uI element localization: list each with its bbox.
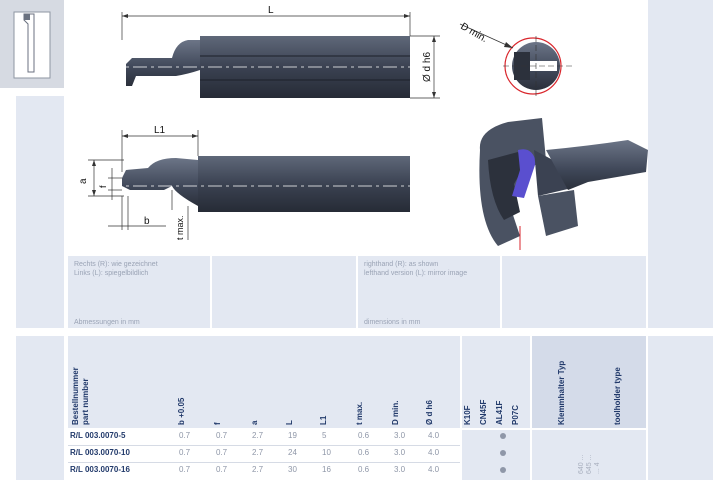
- cell-d-h6: 4.0: [428, 431, 440, 440]
- table-row: R/L 003.0070-16 0.7 0.7 2.7 30 16 0.6 3.…: [68, 464, 460, 476]
- availability-dot: [500, 433, 506, 439]
- right-column-top: [648, 0, 713, 328]
- table-row: R/L 003.0070-5 0.7 0.7 2.7 19 5 0.6 3.0 …: [68, 430, 460, 442]
- cutaway-3d-view: [479, 118, 648, 250]
- cell-b: 0.7: [179, 448, 191, 457]
- cell-t-max: 0.6: [358, 431, 370, 440]
- cell-f: 0.7: [216, 448, 228, 457]
- cell-t-max: 0.6: [358, 448, 370, 457]
- cell-L1: 16: [322, 465, 331, 474]
- label-d-h6: Ø d h6: [422, 52, 433, 82]
- toolholder-body-bg: [532, 430, 646, 480]
- cell-d-h6: 4.0: [428, 448, 440, 457]
- table-row: R/L 003.0070-10 0.7 0.7 2.7 24 10 0.6 3.…: [68, 447, 460, 459]
- header-part-number-en: part number: [81, 378, 90, 425]
- header-toolholder-en: toolholder type: [613, 367, 622, 425]
- end-view: [459, 23, 573, 96]
- cell-f: 0.7: [216, 431, 228, 440]
- header-part-number-de: Bestellnummer: [71, 367, 80, 425]
- cell-L: 19: [288, 431, 297, 440]
- header-d-min: D min.: [391, 400, 400, 425]
- note-righthand-en: righthand (R): as shown: [364, 261, 439, 268]
- cell-b: 0.7: [179, 465, 191, 474]
- table-header-grades: [462, 336, 530, 428]
- note-dimensions-de: Abmessungen in mm: [74, 319, 140, 326]
- header-grade-al41f: AL41F: [495, 400, 504, 425]
- header-L: L: [285, 420, 294, 425]
- label-t-max: t max.: [175, 215, 185, 240]
- cell-a: 2.7: [252, 465, 264, 474]
- header-toolholder-de: Klemmhalter Typ: [557, 360, 566, 425]
- part-number: R/L 003.0070-16: [70, 465, 130, 474]
- availability-dot: [500, 467, 506, 473]
- tool-type-icon-box: [0, 0, 64, 88]
- header-grade-k10f: K10F: [463, 405, 472, 425]
- notes-panel-en: [358, 256, 500, 328]
- toolholder-value: 645 ...: [586, 454, 593, 474]
- label-L: L: [268, 5, 274, 16]
- cell-t-max: 0.6: [358, 465, 370, 474]
- note-lefthand-de: Links (L): spiegelbildlich: [74, 270, 149, 277]
- table-header-holder: [532, 336, 646, 428]
- header-a: a: [250, 420, 259, 425]
- cell-d-min: 3.0: [394, 448, 406, 457]
- toolholder-values: 640 ... 645 ... ... 4: [578, 455, 602, 474]
- label-d-min: D min.: [459, 21, 490, 45]
- technical-drawing: L Ø d h6 D min. L1 a f: [78, 5, 648, 250]
- note-dimensions-en: dimensions in mm: [364, 319, 421, 326]
- notes-panel-mid: [212, 256, 356, 328]
- table-body-bg: [68, 430, 460, 480]
- cell-b: 0.7: [179, 431, 191, 440]
- left-cell-mid: [16, 96, 64, 328]
- toolholder-value: ... 4: [594, 462, 601, 474]
- cell-L: 24: [288, 448, 297, 457]
- cell-L1: 5: [322, 431, 327, 440]
- toolholder-value: 640 ...: [578, 454, 585, 474]
- notes-panel-right: [502, 256, 646, 328]
- note-righthand-de: Rechts (R): wie gezeichnet: [74, 261, 158, 268]
- note-lefthand-en: lefthand version (L): mirror image: [364, 270, 468, 277]
- availability-dot: [500, 450, 506, 456]
- label-f: f: [98, 185, 108, 188]
- part-number: R/L 003.0070-10: [70, 448, 130, 457]
- cell-a: 2.7: [252, 448, 264, 457]
- left-cell-bottom: [16, 336, 64, 480]
- header-d-h6: Ø d h6: [425, 400, 434, 425]
- cell-f: 0.7: [216, 465, 228, 474]
- grades-body-bg: [462, 430, 530, 480]
- label-a: a: [78, 178, 89, 184]
- cell-d-min: 3.0: [394, 465, 406, 474]
- label-b: b: [144, 216, 150, 227]
- cell-d-min: 3.0: [394, 431, 406, 440]
- front-view-tool: [88, 130, 428, 240]
- header-L1: L1: [319, 415, 328, 425]
- row-divider: [68, 462, 460, 463]
- cell-d-h6: 4.0: [428, 465, 440, 474]
- header-b: b +0.05: [177, 397, 186, 425]
- header-f: f: [213, 422, 222, 425]
- cell-L: 30: [288, 465, 297, 474]
- label-L1: L1: [154, 125, 166, 136]
- side-view-tool: [108, 12, 440, 99]
- row-divider: [68, 445, 460, 446]
- cell-L1: 10: [322, 448, 331, 457]
- part-number: R/L 003.0070-5: [70, 431, 126, 440]
- header-grade-p07c: P07C: [511, 404, 520, 425]
- right-column-bottom: [648, 336, 713, 480]
- boring-bar-icon: [13, 11, 51, 79]
- header-grade-cn45f: CN45F: [479, 399, 488, 425]
- header-t-max: t max.: [355, 401, 364, 425]
- cell-a: 2.7: [252, 431, 264, 440]
- notes-panel-de: [68, 256, 210, 328]
- table-header-main: [68, 336, 460, 428]
